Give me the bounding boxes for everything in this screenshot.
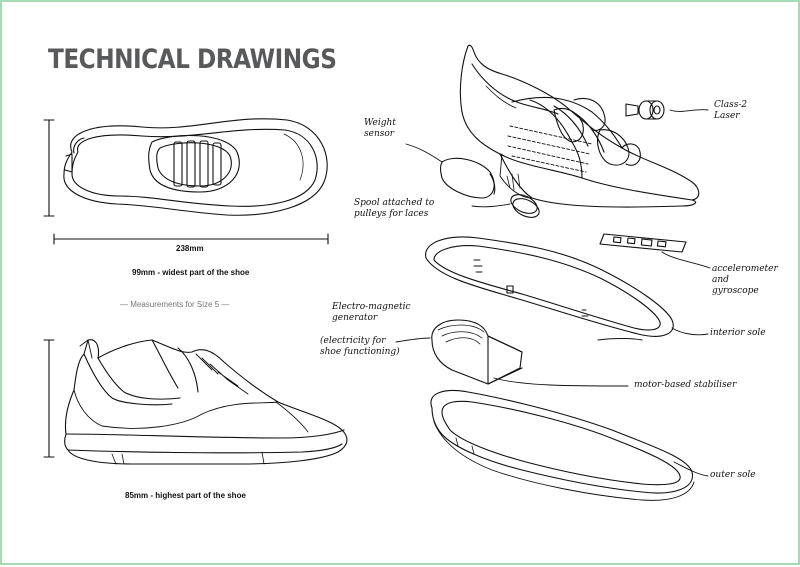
height-caption: 85mm - highest part of the shoe (125, 491, 246, 500)
outer-sole-label: outer sole (710, 470, 756, 480)
stabiliser-label: motor-based stabiliser (634, 380, 737, 390)
length-measurement: 238mm (176, 244, 204, 253)
shoe-top-view (64, 119, 327, 215)
shoe-upper-exploded (460, 45, 698, 207)
generator-component (396, 320, 628, 386)
spool-component (472, 174, 542, 221)
size-note: — Measurements for Size 5 — (120, 300, 230, 309)
weight-sensor-component (406, 144, 495, 198)
interior-sole-component (426, 237, 708, 336)
leader-lines (598, 339, 642, 341)
accelerometer-component (600, 234, 710, 268)
laser-component (626, 101, 708, 119)
shoe-side-view (65, 340, 347, 464)
outer-sole-component (431, 391, 708, 501)
interior-sole-label: interior sole (710, 328, 766, 338)
dimension-lines (44, 120, 328, 457)
width-caption: 99mm - widest part of the shoe (132, 268, 250, 277)
page-title: TECHNICAL DRAWINGS (48, 44, 337, 75)
